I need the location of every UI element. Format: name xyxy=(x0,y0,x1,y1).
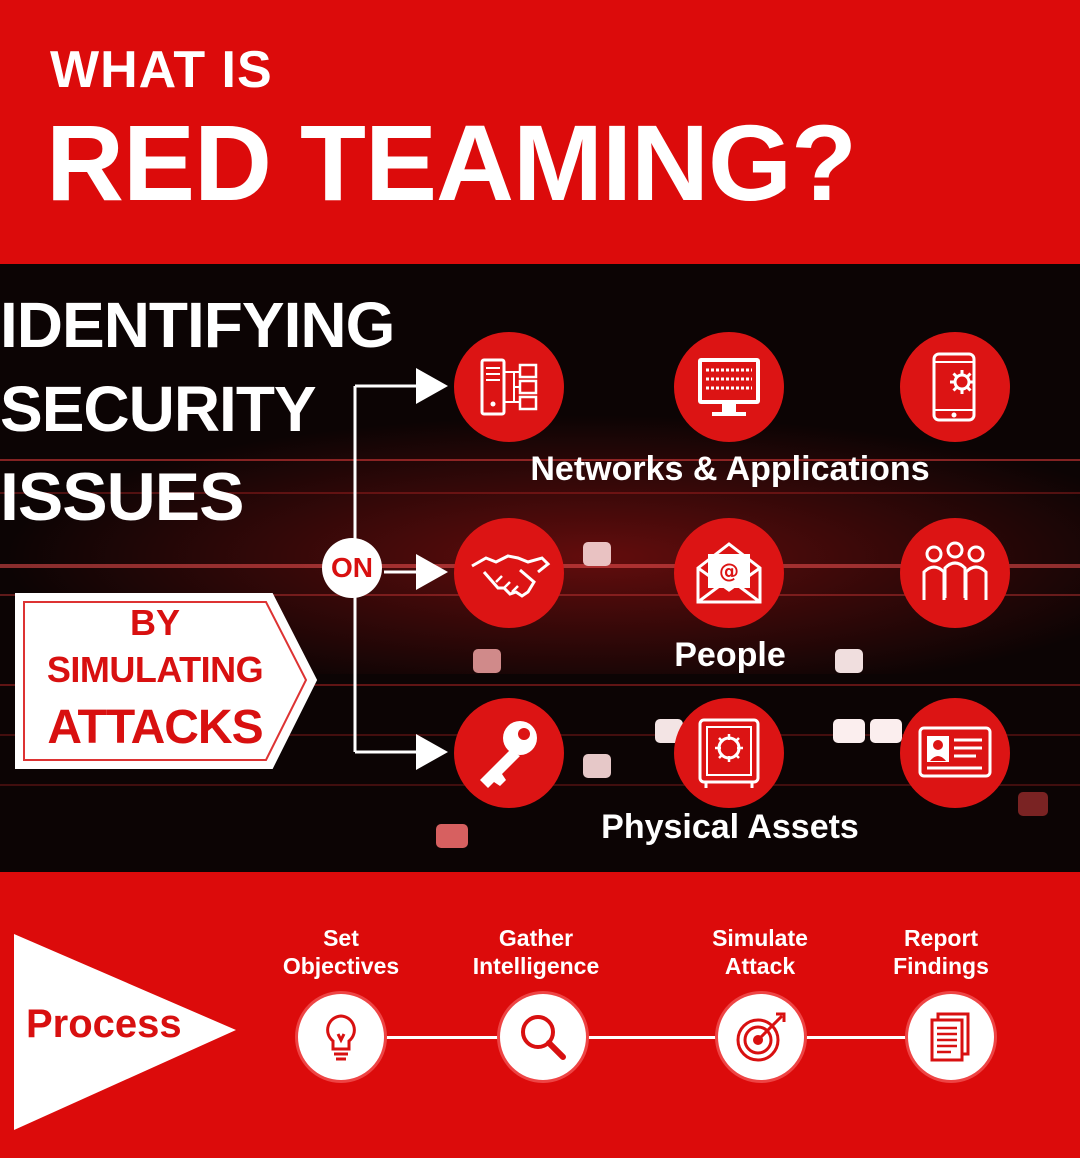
step-4-line-1: Report xyxy=(903,925,979,951)
key-icon xyxy=(454,698,564,808)
headline-line-1: IDENTIFYING xyxy=(0,289,395,361)
pixel-square xyxy=(835,649,863,673)
safe-icon xyxy=(674,698,784,808)
svg-text:@: @ xyxy=(719,559,739,583)
light-streak xyxy=(0,684,1080,686)
category-label-people: People xyxy=(674,636,786,674)
light-streak xyxy=(0,492,1080,494)
step-1-line-1: Set xyxy=(323,925,359,951)
light-streak xyxy=(0,459,1080,461)
title-kicker: WHAT IS xyxy=(50,41,273,99)
step-3-line-2: Attack xyxy=(724,953,796,979)
pixel-square xyxy=(1018,792,1048,816)
mobile-gear-icon xyxy=(900,332,1010,442)
pixel-square xyxy=(870,719,902,743)
step-1-line-2: Objectives xyxy=(282,953,400,979)
step-2-label: Gather Intelligence xyxy=(446,924,626,980)
on-badge: ON xyxy=(322,538,382,598)
pixel-square xyxy=(833,719,865,743)
pixel-square xyxy=(473,649,501,673)
category-label-physical: Physical Assets xyxy=(601,808,859,846)
pixel-square xyxy=(583,542,611,566)
step-4-line-2: Findings xyxy=(893,953,989,979)
step-3-line-1: Simulate xyxy=(712,925,808,951)
method-line-2: SIMULATING xyxy=(46,649,264,690)
document-icon xyxy=(908,994,994,1080)
target-icon xyxy=(718,994,804,1080)
headline-line-3: ISSUES xyxy=(0,459,244,535)
hero-band: IDENTIFYING SECURITY ISSUES BY SIMULATIN… xyxy=(0,264,1080,872)
method-line-1: BY xyxy=(129,602,180,643)
step-2-line-1: Gather xyxy=(498,925,574,951)
binary-monitor-icon xyxy=(674,332,784,442)
process-timeline xyxy=(340,1036,960,1039)
process-triangle xyxy=(14,934,236,1130)
step-1-label: Set Objectives xyxy=(251,924,431,980)
magnifier-icon xyxy=(500,994,586,1080)
server-network-icon xyxy=(454,332,564,442)
step-3-label: Simulate Attack xyxy=(670,924,850,980)
id-card-icon xyxy=(900,698,1010,808)
pixel-square xyxy=(436,824,468,848)
method-arrow-shape xyxy=(15,593,318,769)
category-label-networks: Networks & Applications xyxy=(530,450,930,488)
lightbulb-icon xyxy=(298,994,384,1080)
process-label: Process xyxy=(26,1002,182,1046)
handshake-icon xyxy=(454,518,564,628)
header-band xyxy=(0,0,1080,264)
headline-line-2: SECURITY xyxy=(0,373,317,445)
method-line-3: ATTACKS xyxy=(47,701,263,754)
pixel-square xyxy=(583,754,611,778)
step-2-line-2: Intelligence xyxy=(472,953,600,979)
step-4-label: Report Findings xyxy=(851,924,1031,980)
group-people-icon xyxy=(900,518,1010,628)
email-icon: @ xyxy=(674,518,784,628)
page-title: RED TEAMING? xyxy=(46,102,857,223)
